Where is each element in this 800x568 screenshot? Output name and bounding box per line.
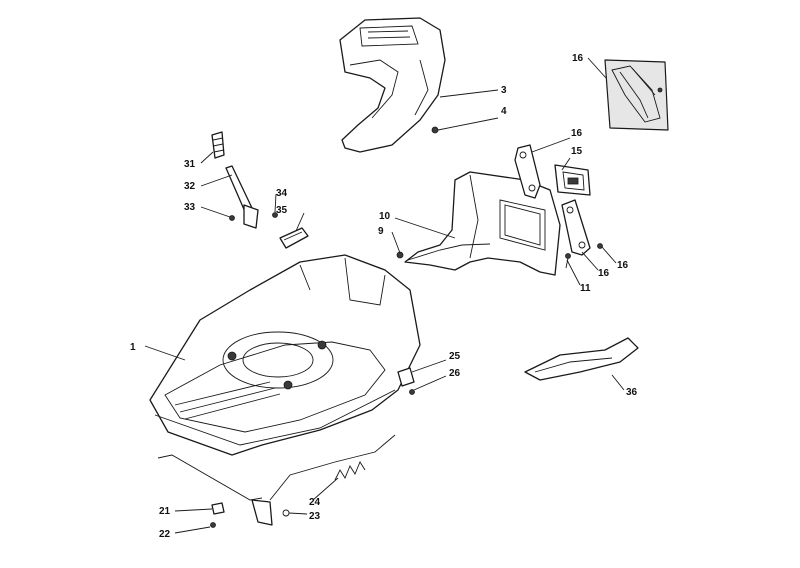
callout-22: 22 xyxy=(159,529,171,540)
callout-16-bag: 16 xyxy=(572,53,584,64)
callout-16-hinge-right: 16 xyxy=(598,268,610,279)
callout-16-hinge-left: 16 xyxy=(571,128,583,139)
callout-4: 4 xyxy=(501,106,507,117)
callout-15: 15 xyxy=(571,146,583,157)
callout-25: 25 xyxy=(449,351,461,362)
part-spring-24 xyxy=(269,434,396,501)
callout-9: 9 xyxy=(378,226,384,237)
callout-3: 3 xyxy=(501,85,507,96)
part-hinge-16-right xyxy=(561,199,591,256)
callout-labels: 1 3 4 9 10 11 15 16 16 16 16 21 22 23 24… xyxy=(130,53,638,540)
leader-lines xyxy=(144,57,625,534)
part-screw-33 xyxy=(229,215,235,221)
part-screw-11 xyxy=(565,253,571,269)
callout-32: 32 xyxy=(184,181,196,192)
part-hinge-16-left xyxy=(514,144,541,199)
part-washer-23 xyxy=(282,509,290,517)
part-latch-15 xyxy=(554,164,591,196)
callout-21: 21 xyxy=(159,506,171,517)
part-lever-32 xyxy=(225,165,259,229)
part-rod-bracket xyxy=(157,454,273,526)
part-screw-16 xyxy=(597,243,603,249)
part-bushing-25 xyxy=(397,367,415,387)
callout-24: 24 xyxy=(309,497,321,508)
part-screw-4 xyxy=(431,126,439,134)
callout-23: 23 xyxy=(309,511,321,522)
callout-35: 35 xyxy=(276,205,288,216)
callout-1: 1 xyxy=(130,342,136,353)
part-cover-top xyxy=(339,17,446,153)
callout-10: 10 xyxy=(379,211,391,222)
part-clip-35 xyxy=(279,227,309,249)
part-grip-31 xyxy=(211,131,225,159)
callout-33: 33 xyxy=(184,202,196,213)
part-deck-1 xyxy=(149,254,421,456)
callout-36: 36 xyxy=(626,387,638,398)
callout-31: 31 xyxy=(184,159,196,170)
part-screw-22 xyxy=(210,522,216,528)
part-bag-16 xyxy=(604,59,669,131)
callout-16-screw: 16 xyxy=(617,260,629,271)
callout-11: 11 xyxy=(580,283,591,294)
part-screw-34 xyxy=(272,212,278,218)
part-rear-frame-10 xyxy=(404,171,561,276)
part-deflector-36 xyxy=(524,337,639,381)
part-knob-21 xyxy=(211,502,225,515)
callout-26: 26 xyxy=(449,368,461,379)
part-screw-26 xyxy=(409,389,415,395)
callout-34: 34 xyxy=(276,188,288,199)
